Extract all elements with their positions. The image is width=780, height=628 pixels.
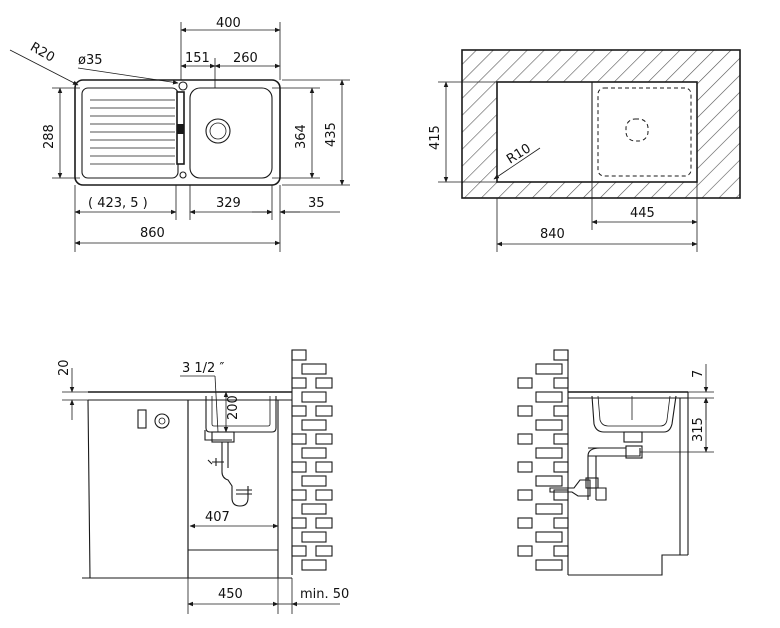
dim-260: 260 <box>233 51 258 66</box>
radius-label: R20 <box>27 40 57 66</box>
dim-415: 415 <box>428 125 443 150</box>
cutout-view: R10 415 445 840 <box>428 49 741 252</box>
drain-hole <box>205 118 231 144</box>
trap-connector <box>207 458 224 466</box>
hole-diameter-label: ø35 <box>78 53 103 68</box>
overflow-button <box>177 124 184 134</box>
dim-329: 329 <box>216 196 241 211</box>
bowl-profile <box>205 396 277 433</box>
dim-435: 435 <box>324 122 339 147</box>
dim-315: 315 <box>691 417 706 442</box>
sink-top-view: R20 ø35 400 151 260 288 364 435 ( 423, 5… <box>9 16 350 252</box>
cutout-opening <box>496 81 698 183</box>
dim-400: 400 <box>216 16 241 31</box>
dim-200: 200 <box>226 395 241 420</box>
bowl-profile-inner <box>211 396 271 427</box>
drain-outline-dashed <box>625 118 649 142</box>
trap-right <box>549 479 591 497</box>
dim-151: 151 <box>185 51 210 66</box>
waste-size-label: 3 1/2 ″ <box>182 361 224 376</box>
sink-outline <box>74 79 281 186</box>
appliance-knob <box>154 413 170 429</box>
dim-450: 450 <box>218 587 243 602</box>
dim-860: 860 <box>140 226 165 241</box>
waste-pipe-left <box>221 442 249 507</box>
dim-840: 840 <box>540 227 565 242</box>
drain-fitting <box>211 431 235 443</box>
bowl-profile-right <box>591 395 677 433</box>
waste-pipe-right <box>587 447 641 500</box>
dim-423-5: ( 423, 5 ) <box>88 196 148 211</box>
dim-407: 407 <box>205 510 230 525</box>
dim-20: 20 <box>57 359 72 376</box>
drainer-grooves <box>90 99 175 165</box>
sink-bowl <box>189 87 273 179</box>
countertop-hatch <box>462 50 740 198</box>
side-view-left: 20 3 1/2 ″ 200 407 450 min. 50 <box>57 349 349 614</box>
brick-wall-left <box>291 349 333 575</box>
brick-wall-right <box>517 349 569 575</box>
tap-hole <box>178 81 188 91</box>
dim-288: 288 <box>42 124 57 149</box>
dim-364: 364 <box>294 124 309 149</box>
side-view-right: 7 315 <box>517 349 714 576</box>
appliance-control <box>137 409 147 429</box>
cabinet-base-right <box>568 554 688 576</box>
dim-7: 7 <box>691 370 706 378</box>
cutout-radius-label: R10 <box>504 141 534 167</box>
dim-35-edge: 35 <box>308 196 325 211</box>
dim-445: 445 <box>630 206 655 221</box>
drain-hole-inner <box>209 122 227 140</box>
dim-min50: min. 50 <box>300 587 349 602</box>
drain-marker <box>179 171 187 179</box>
bowl-outline-dashed <box>597 87 692 177</box>
drain-fitting-right <box>623 431 643 443</box>
drainer-area <box>81 87 179 179</box>
